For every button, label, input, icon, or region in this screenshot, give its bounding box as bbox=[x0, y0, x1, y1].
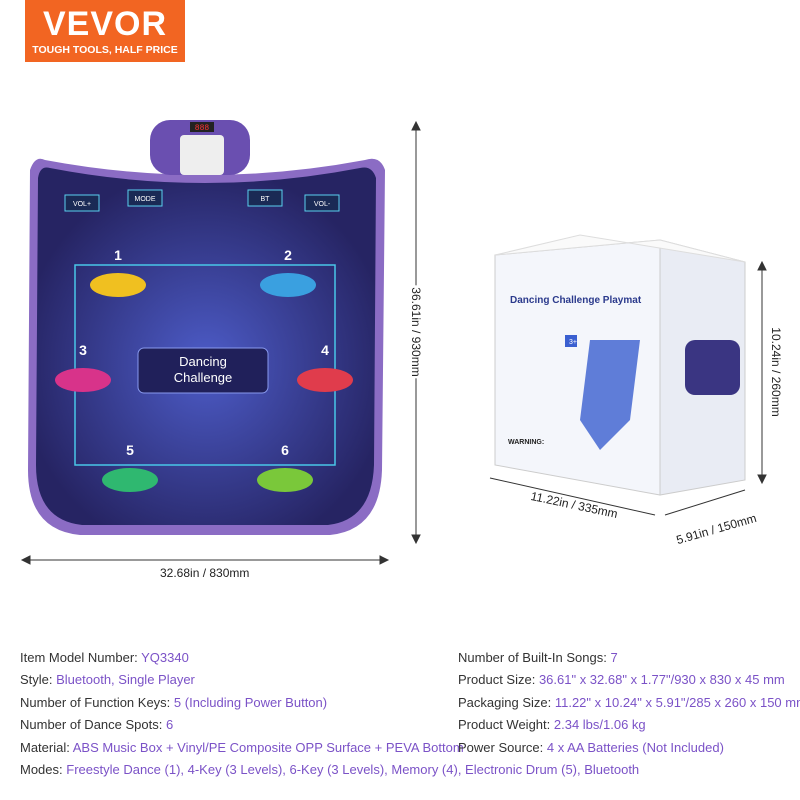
dance-spot-2: 2 bbox=[284, 247, 292, 263]
box-title: Dancing Challenge Playmat bbox=[510, 295, 642, 306]
dimension-lines: Dancing Challenge Playmat 3+ WARNING: bbox=[20, 120, 767, 565]
box-height-label: 10.24in / 260mm bbox=[769, 327, 783, 417]
mat-key-mode: MODE bbox=[135, 196, 156, 203]
logo-wordmark: VEVOR bbox=[42, 5, 168, 43]
spec-modes: Modes: Freestyle Dance (1), 4-Key (3 Lev… bbox=[20, 761, 640, 777]
spec-style: Style: Bluetooth, Single Player bbox=[20, 672, 195, 688]
vevor-logo: VEVOR TOUGH TOOLS, HALF PRICE bbox=[25, 0, 185, 62]
dance-mat-image: 888 VOL+ MODE BT VOL- Dancing Challenge … bbox=[28, 120, 385, 535]
box-age-badge: 3+ bbox=[569, 339, 577, 346]
dance-spot-6: 6 bbox=[281, 442, 289, 458]
spec-material: Material: ABS Music Box + Vinyl/PE Compo… bbox=[20, 739, 464, 755]
spec-weight: Product Weight: 2.34 lbs/1.06 kg bbox=[458, 717, 646, 733]
spec-function-keys: Number of Function Keys: 5 (Including Po… bbox=[20, 694, 328, 710]
spec-dance-spots: Number of Dance Spots: 6 bbox=[20, 717, 174, 733]
spec-power: Power Source: 4 x AA Batteries (Not Incl… bbox=[458, 739, 724, 755]
logo-tagline: TOUGH TOOLS, HALF PRICE bbox=[32, 44, 178, 56]
spec-songs: Number of Built-In Songs: 7 bbox=[458, 650, 618, 665]
mat-height-label: 36.61in / 930mm bbox=[409, 285, 423, 379]
spec-packaging-size: Packaging Size: 11.22" x 10.24" x 5.91"/… bbox=[458, 694, 800, 710]
mat-display: 888 bbox=[195, 124, 210, 133]
dance-spot-3: 3 bbox=[79, 342, 87, 358]
mat-width-label: 32.68in / 830mm bbox=[160, 566, 250, 580]
mat-key-bt: BT bbox=[261, 196, 271, 203]
mat-key-vol-up: VOL+ bbox=[73, 201, 91, 208]
spec-product-size: Product Size: 36.61" x 32.68" x 1.77"/93… bbox=[458, 672, 785, 688]
mat-title-2: Challenge bbox=[174, 370, 233, 385]
dance-spot-5: 5 bbox=[126, 442, 134, 458]
spec-model: Item Model Number: YQ3340 bbox=[20, 650, 189, 665]
specs-right: Number of Built-In Songs: 7 Product Size… bbox=[458, 650, 800, 762]
specs-left: Item Model Number: YQ3340 Style: Bluetoo… bbox=[20, 650, 639, 784]
box-warning: WARNING: bbox=[508, 439, 544, 446]
packaging-box: Dancing Challenge Playmat 3+ WARNING: bbox=[494, 234, 746, 496]
mat-key-vol-down: VOL- bbox=[314, 201, 331, 208]
dance-spot-4: 4 bbox=[321, 342, 329, 358]
dance-spot-1: 1 bbox=[114, 247, 122, 263]
mat-title: Dancing bbox=[179, 354, 227, 369]
